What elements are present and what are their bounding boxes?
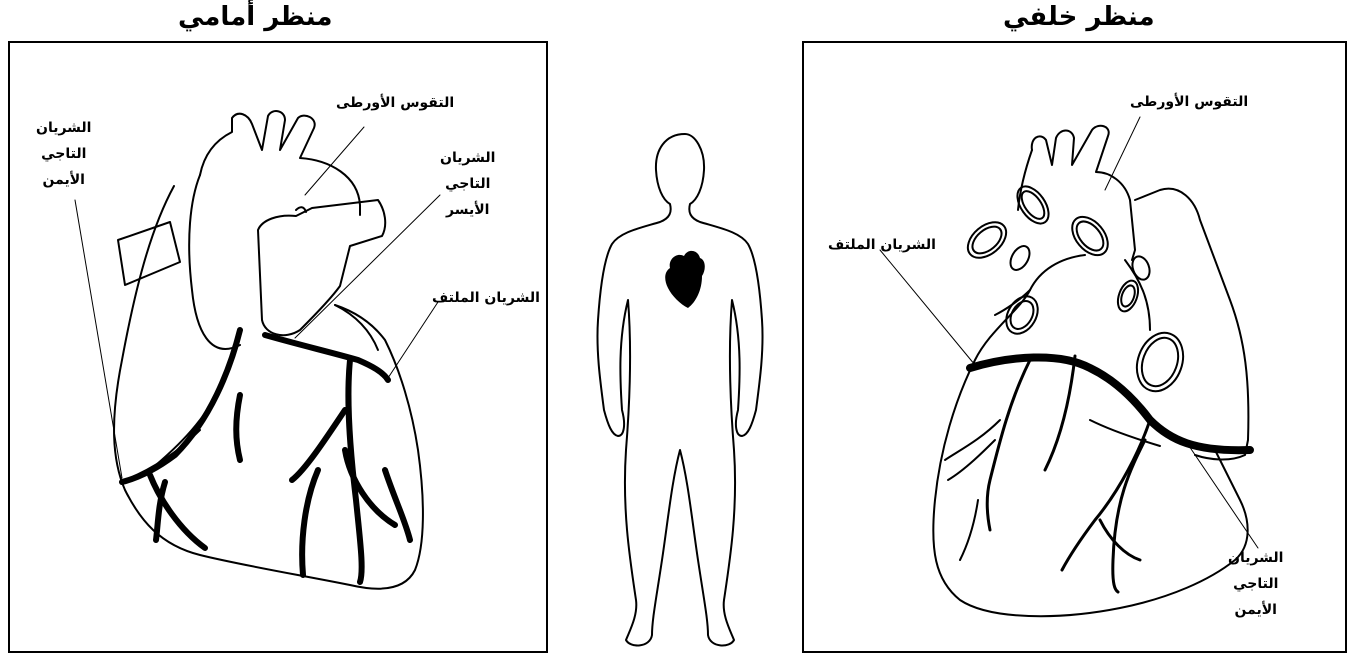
front-label-right-coronary: الشريان التاجي الأيمن <box>36 115 91 193</box>
vessel-ring <box>1065 210 1115 262</box>
front-label-circumflex: الشريان الملتف <box>432 285 540 311</box>
human-silhouette <box>597 134 762 645</box>
front-leader-lines <box>75 127 440 478</box>
vessel-ring <box>961 215 1013 265</box>
back-label-right-coronary: الشريان التاجي الأيمن <box>1228 545 1283 623</box>
front-aortic-arch <box>200 111 360 215</box>
vessel-ring <box>1129 326 1191 397</box>
front-ascending-aorta <box>189 175 240 349</box>
vessel-ring <box>1007 243 1034 274</box>
back-label-aortic-arch: التقوس الأورطى <box>1130 89 1248 115</box>
vessel-ring <box>1114 278 1142 314</box>
back-aortic-arch <box>1032 126 1135 260</box>
back-coronary-arteries <box>945 356 1250 592</box>
vessel-ring <box>1000 291 1044 340</box>
human-heart-icon <box>665 251 705 308</box>
front-pulmonary-vessel <box>118 222 180 285</box>
front-heart-outline <box>114 186 423 589</box>
front-label-left-coronary: الشريان التاجي الأيسر <box>440 145 495 223</box>
front-label-aortic-arch: التقوس الأورطى <box>336 90 454 116</box>
back-label-circumflex: الشريان الملتف <box>828 232 936 258</box>
